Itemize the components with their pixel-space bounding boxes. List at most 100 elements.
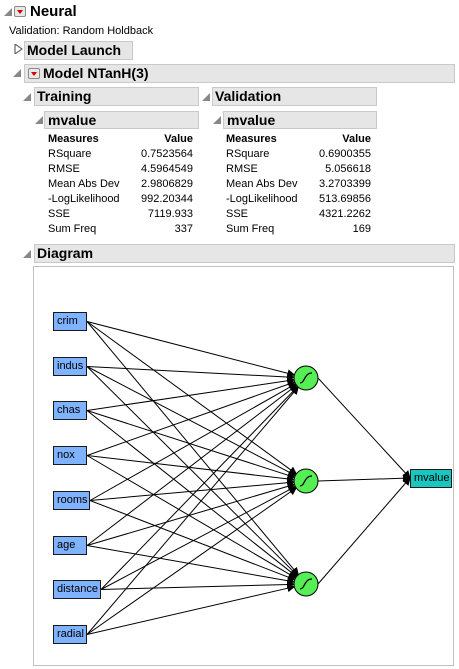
connection-line	[86, 455, 297, 579]
input-node-indus: indus	[53, 357, 87, 376]
disclosure-open-icon[interactable]	[212, 115, 222, 125]
input-node-age: age	[53, 536, 87, 555]
connection-line	[86, 384, 298, 546]
connection-line	[100, 486, 297, 590]
disclosure-open-icon[interactable]	[22, 92, 32, 102]
connection-line	[86, 366, 299, 577]
disclosure-open-icon[interactable]	[3, 7, 13, 17]
measure-value: 0.6900355	[319, 148, 371, 160]
measure-name: -LogLikelihood	[48, 193, 120, 205]
disclosure-open-icon[interactable]	[22, 249, 32, 259]
measure-name: Sum Freq	[48, 223, 97, 235]
measure-name: SSE	[226, 208, 249, 220]
connection-line	[86, 410, 298, 578]
connection-line	[86, 380, 296, 456]
connection-line	[317, 377, 411, 479]
validation-response-header[interactable]: mvalue	[223, 111, 377, 129]
report-title: Neural	[30, 3, 77, 20]
connection-line	[86, 321, 296, 378]
measure-value: 3.2703399	[319, 178, 371, 190]
disclosure-open-icon[interactable]	[201, 92, 211, 102]
measure-name: Sum Freq	[226, 223, 275, 235]
measure-value: 4.5964549	[141, 163, 193, 175]
measure-value: 7119.933	[147, 208, 193, 220]
table-row: Mean Abs Dev 3.2703399	[226, 177, 371, 192]
connection-line	[317, 477, 411, 585]
measure-name: -LogLikelihood	[226, 193, 298, 205]
measure-value: 5.056618	[325, 163, 371, 175]
measure-name: Mean Abs Dev	[226, 178, 298, 190]
measure-name: RMSE	[226, 163, 258, 175]
hidden-node-3	[293, 571, 319, 597]
diagram-header[interactable]: Diagram	[34, 244, 455, 263]
measure-name: SSE	[48, 208, 71, 220]
connection-line	[86, 366, 297, 476]
validation-response: mvalue	[227, 112, 276, 128]
col-measures: Measures	[226, 133, 277, 145]
sigmoid-icon	[299, 578, 313, 590]
sigmoid-icon	[299, 475, 313, 487]
output-node: mvalue	[410, 469, 452, 488]
connection-line	[100, 580, 296, 590]
table-row: Sum Freq 337	[48, 222, 193, 237]
connection-line	[86, 321, 299, 576]
model-title: Model NTanH(3)	[43, 65, 149, 81]
training-response-header[interactable]: mvalue	[44, 111, 199, 129]
connection-line	[86, 386, 299, 635]
measure-value: 4321.2262	[319, 208, 371, 220]
model-header[interactable]: Model NTanH(3)	[24, 64, 455, 83]
network-connections	[86, 321, 411, 635]
connection-line	[89, 478, 296, 501]
table-row: RSquare 0.7523564	[48, 147, 193, 162]
input-node-nox: nox	[53, 446, 87, 465]
col-value: Value	[164, 133, 193, 145]
model-launch-label: Model Launch	[27, 42, 122, 58]
connection-line	[86, 482, 296, 546]
input-node-chas: chas	[53, 401, 87, 420]
table-row: RMSE 5.056618	[226, 162, 371, 177]
table-row: SSE 7119.933	[48, 207, 193, 222]
sigmoid-icon	[299, 372, 313, 384]
table-row: Mean Abs Dev 2.9806829	[48, 177, 193, 192]
measure-value: 513.69856	[319, 193, 371, 205]
validation-method-text: Validation: Random Holdback	[9, 25, 154, 37]
measure-value: 337	[174, 223, 193, 235]
connection-line	[86, 584, 296, 635]
connection-line	[89, 500, 296, 581]
model-launch-header[interactable]: Model Launch	[24, 41, 133, 60]
measure-name: RSquare	[48, 148, 92, 160]
connection-line	[86, 545, 296, 585]
connection-line	[317, 474, 411, 483]
col-measures: Measures	[48, 133, 99, 145]
training-response: mvalue	[48, 112, 97, 128]
disclosure-closed-icon[interactable]	[13, 44, 23, 54]
measure-name: Mean Abs Dev	[48, 178, 120, 190]
diagram-title: Diagram	[37, 245, 94, 261]
connection-line	[100, 385, 299, 590]
measure-value: 0.7523564	[141, 148, 193, 160]
connection-line	[86, 366, 296, 381]
hidden-node-1	[293, 365, 319, 391]
red-triangle-menu-icon[interactable]	[28, 68, 40, 79]
connection-line	[86, 487, 297, 635]
table-row: -LogLikelihood 513.69856	[226, 192, 371, 207]
validation-header[interactable]: Validation	[212, 87, 377, 106]
connection-line	[86, 455, 296, 483]
measure-value: 2.9806829	[141, 178, 193, 190]
disclosure-open-icon[interactable]	[12, 68, 22, 78]
connection-line	[86, 376, 296, 411]
disclosure-open-icon[interactable]	[34, 115, 44, 125]
table-row: SSE 4321.2262	[226, 207, 371, 222]
hidden-node-2	[293, 468, 319, 494]
red-triangle-menu-icon[interactable]	[14, 6, 26, 17]
connection-line	[86, 321, 298, 475]
input-node-rooms: rooms	[53, 491, 90, 510]
training-header[interactable]: Training	[34, 87, 199, 106]
